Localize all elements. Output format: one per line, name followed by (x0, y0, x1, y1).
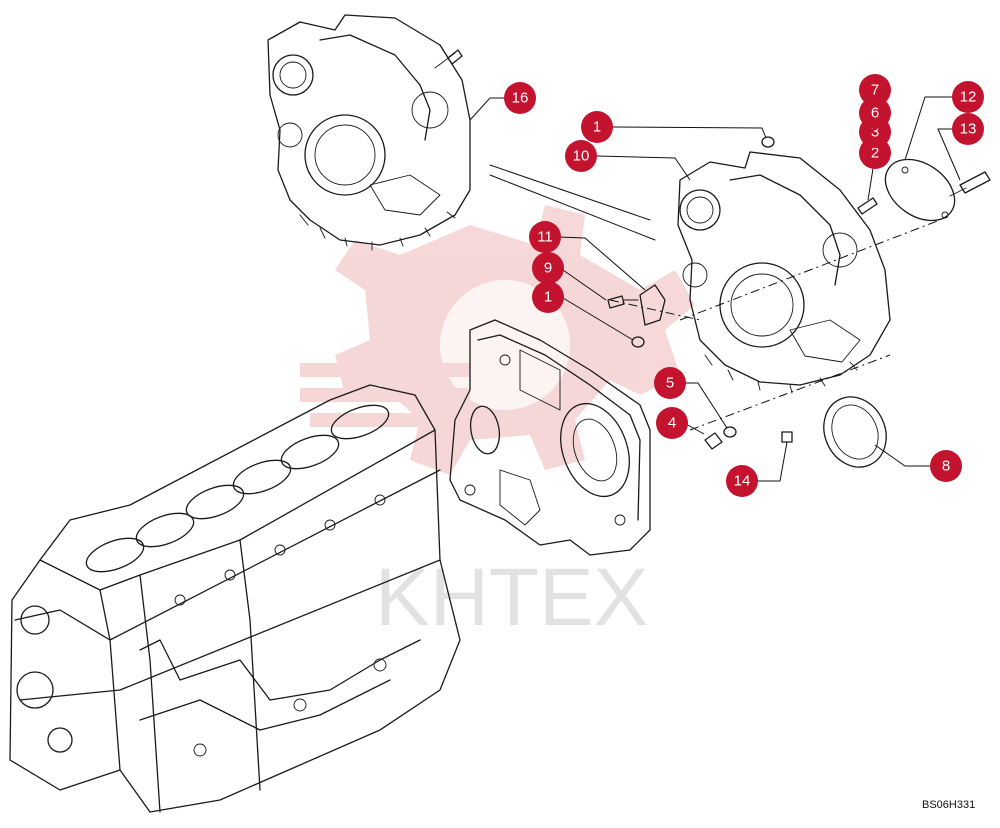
callout-4: 4 (656, 407, 688, 439)
callout-12-label: 12 (960, 89, 977, 106)
engine-block (9, 384, 461, 813)
callout-7-label: 7 (871, 82, 879, 99)
callout-1-top-label: 1 (593, 119, 601, 136)
centerline-lower (689, 354, 891, 431)
callout-9: 9 (532, 252, 564, 284)
dowel-14 (781, 431, 793, 443)
callout-4-label: 4 (668, 415, 676, 432)
callout-1-left: 1 (532, 281, 564, 313)
flywheel-housing (489, 151, 891, 394)
callout-10-label: 10 (573, 148, 590, 165)
callout-1-top: 1 (581, 111, 613, 143)
callout-6-label: 6 (871, 105, 879, 122)
seal-8 (823, 396, 887, 468)
callout-8: 8 (930, 450, 962, 482)
plug-top (761, 136, 775, 148)
callout-14-label: 14 (734, 473, 751, 490)
callout-16: 16 (504, 82, 536, 114)
watermark-text: KHTEX (375, 552, 648, 643)
callout-5-label: 5 (666, 375, 674, 392)
callout-11-label: 11 (537, 229, 553, 246)
screw-13 (949, 171, 991, 197)
callout-8-label: 8 (942, 458, 950, 475)
gear-case-plate (449, 319, 651, 556)
callout-14: 14 (726, 465, 758, 497)
callout-7: 7 (859, 74, 891, 106)
cover-plate (884, 158, 956, 222)
plug-4 (704, 432, 723, 450)
figure-code: BS06H331 (922, 799, 975, 811)
flywheel-housing-assembled (267, 14, 471, 251)
callout-9-label: 9 (544, 260, 552, 277)
centerline-left (609, 299, 701, 321)
callout-1-left-label: 1 (544, 289, 552, 306)
callout-6: 6 (859, 97, 891, 129)
callout-3-label: 3 (871, 124, 879, 141)
callout-13: 13 (952, 113, 984, 145)
callout-2-label: 2 (871, 145, 879, 162)
centerline-upper (679, 219, 941, 321)
screw-2 (857, 197, 878, 215)
callout-13-label: 13 (960, 121, 977, 138)
callout-11: 11 (529, 221, 561, 253)
screw-9 (607, 295, 639, 309)
callout-12: 12 (952, 81, 984, 113)
plug-left (631, 336, 645, 348)
seal-ring-5 (723, 426, 737, 438)
callout-10: 10 (565, 140, 597, 172)
cover-11 (639, 284, 666, 326)
leader-lines (469, 96, 966, 482)
callout-5: 5 (654, 367, 686, 399)
callout-16-label: 16 (512, 90, 529, 107)
watermark-gear-logo (300, 205, 695, 475)
